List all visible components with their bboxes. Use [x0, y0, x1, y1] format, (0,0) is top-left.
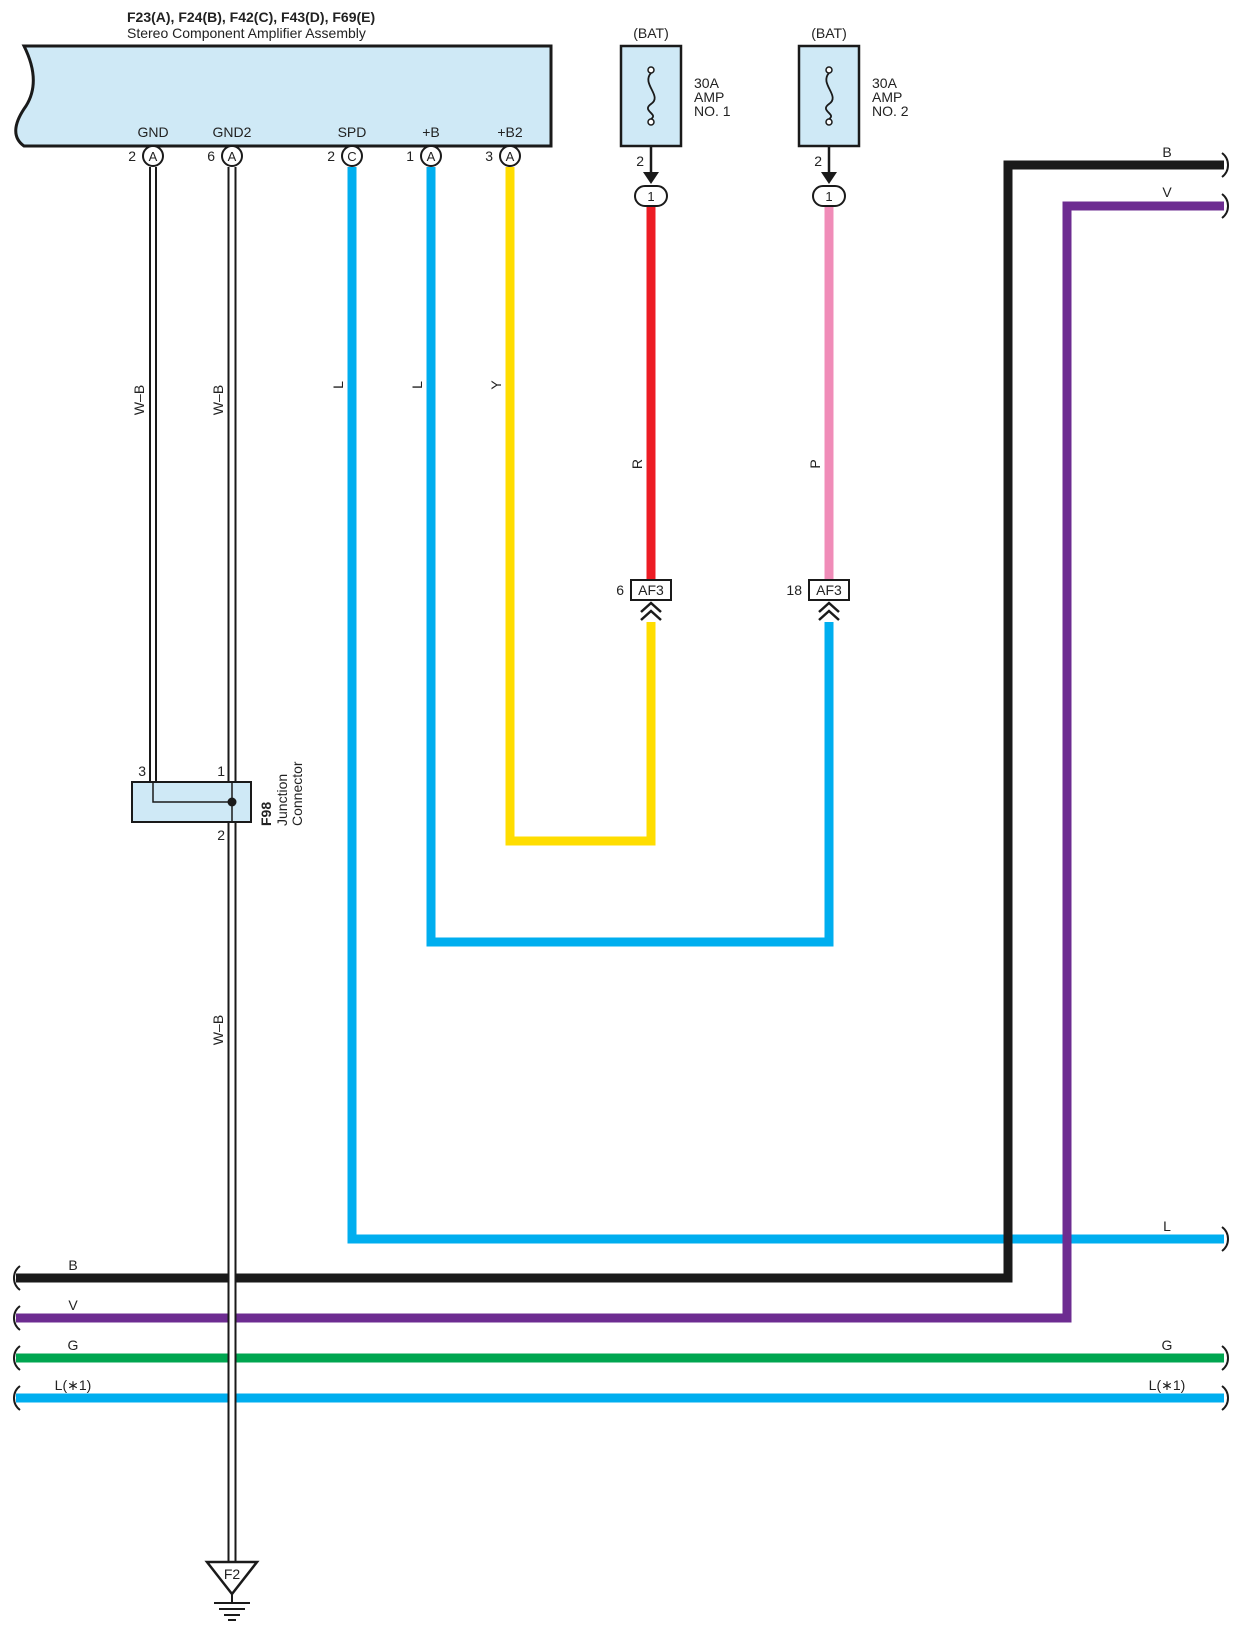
label-wire-b: L — [409, 381, 425, 389]
af3-pin-1: 6 — [616, 582, 624, 598]
chevron-up-icon — [818, 601, 840, 621]
fuse1-pin: 2 — [636, 153, 644, 169]
wire-b-l — [426, 167, 834, 947]
fuse1-name2: NO. 1 — [694, 103, 731, 119]
break-marks-left — [13, 1265, 21, 1411]
pin-label-b: +B — [422, 124, 440, 140]
junction-code: F98 — [258, 802, 274, 826]
pin-number-spd: 2 — [327, 148, 335, 164]
fuse2-name2: NO. 2 — [872, 103, 909, 119]
label-wire-gnd: W–B — [131, 385, 147, 415]
fuse2-name1: AMP — [872, 89, 902, 105]
wire-b2-y — [505, 167, 656, 846]
label-bus-blue-left: L(∗1) — [55, 1377, 92, 1393]
svg-text:A: A — [149, 149, 158, 164]
pin-number-b2: 3 — [485, 148, 493, 164]
label-bus-violet-right: V — [1162, 184, 1172, 200]
fuse2-rating: 30A — [872, 75, 898, 91]
svg-text:A: A — [506, 149, 515, 164]
pin-gnd: A 2 — [128, 145, 164, 167]
junction-pin-left: 3 — [138, 763, 146, 779]
connector-af3-pin6: AF3 6 — [616, 579, 672, 621]
pin-label-b2: +B2 — [497, 124, 523, 140]
pin-label-spd: SPD — [338, 124, 367, 140]
fuse1-icon — [647, 72, 656, 120]
pin-number-gnd2: 6 — [207, 148, 215, 164]
junction-dot — [227, 797, 237, 807]
label-bus-blue-right: L(∗1) — [1149, 1377, 1186, 1393]
label-bus-green-right: G — [1162, 1337, 1173, 1353]
fuse1-source: (BAT) — [633, 25, 669, 41]
fuse2-arrow-icon — [821, 172, 837, 184]
wire-spd-l — [347, 167, 1224, 1244]
pin-label-gnd: GND — [137, 124, 168, 140]
pin-b2: A 3 — [485, 145, 521, 167]
fuse2-pin: 2 — [814, 153, 822, 169]
fuse1-rating: 30A — [694, 75, 720, 91]
component-name: Stereo Component Amplifier Assembly — [127, 25, 366, 41]
ground-code: F2 — [224, 1566, 241, 1582]
pin-number-b: 1 — [406, 148, 414, 164]
junction-name1: Junction — [274, 774, 290, 826]
break-marks-right — [1221, 152, 1229, 1411]
label-wire-ground-trunk: W–B — [210, 1015, 226, 1045]
svg-text:A: A — [427, 149, 436, 164]
pin-number-gnd: 2 — [128, 148, 136, 164]
pin-b: A 1 — [406, 145, 442, 167]
fuse2-terminal: 1 — [825, 189, 832, 204]
pin-label-gnd2: GND2 — [213, 124, 252, 140]
fuse1-name1: AMP — [694, 89, 724, 105]
label-bus-violet-left: V — [68, 1297, 78, 1313]
fuse-amp-no2: (BAT) 30A AMP NO. 2 2 1 — [797, 25, 909, 207]
label-wire-fuse1: R — [629, 459, 645, 469]
af3-code-2: AF3 — [816, 582, 842, 598]
pin-spd: C 2 — [327, 145, 363, 167]
label-wire-spd: L — [330, 381, 346, 389]
junction-pin-bottom: 2 — [217, 827, 225, 843]
label-wire-fuse2: P — [807, 459, 823, 468]
fuse1-terminal: 1 — [647, 189, 654, 204]
junction-name2: Connector — [289, 761, 305, 826]
pin-gnd2: A 6 — [207, 145, 243, 167]
af3-code-1: AF3 — [638, 582, 664, 598]
fuse2-icon — [825, 72, 834, 120]
wire-bus-black — [16, 160, 1224, 1283]
fuse-amp-no1: (BAT) 30A AMP NO. 1 2 1 — [619, 25, 731, 207]
svg-text:A: A — [228, 149, 237, 164]
label-wire-gnd2: W–B — [210, 385, 226, 415]
label-bus-spd-right: L — [1163, 1218, 1171, 1234]
af3-pin-2: 18 — [786, 582, 802, 598]
fuse1-arrow-icon — [643, 172, 659, 184]
label-wire-b2: Y — [488, 380, 504, 390]
component-codes: F23(A), F24(B), F42(C), F43(D), F69(E) — [127, 9, 375, 25]
label-bus-green-left: G — [68, 1337, 79, 1353]
junction-connector-f98: 3 1 2 F98 Junction Connector — [131, 761, 305, 843]
label-bus-black-right: B — [1162, 144, 1171, 160]
fuse2-source: (BAT) — [811, 25, 847, 41]
label-bus-black-left: B — [68, 1257, 77, 1273]
wire-gnd-w-b — [149, 167, 232, 806]
junction-pin-right: 1 — [217, 763, 225, 779]
chevron-up-icon — [640, 601, 662, 621]
connector-af3-pin18: AF3 18 — [786, 579, 850, 621]
wire-bus-violet — [16, 201, 1224, 1323]
amplifier-assembly-box — [14, 44, 553, 148]
svg-text:C: C — [347, 149, 356, 164]
ground-f2: F2 — [204, 1560, 260, 1621]
